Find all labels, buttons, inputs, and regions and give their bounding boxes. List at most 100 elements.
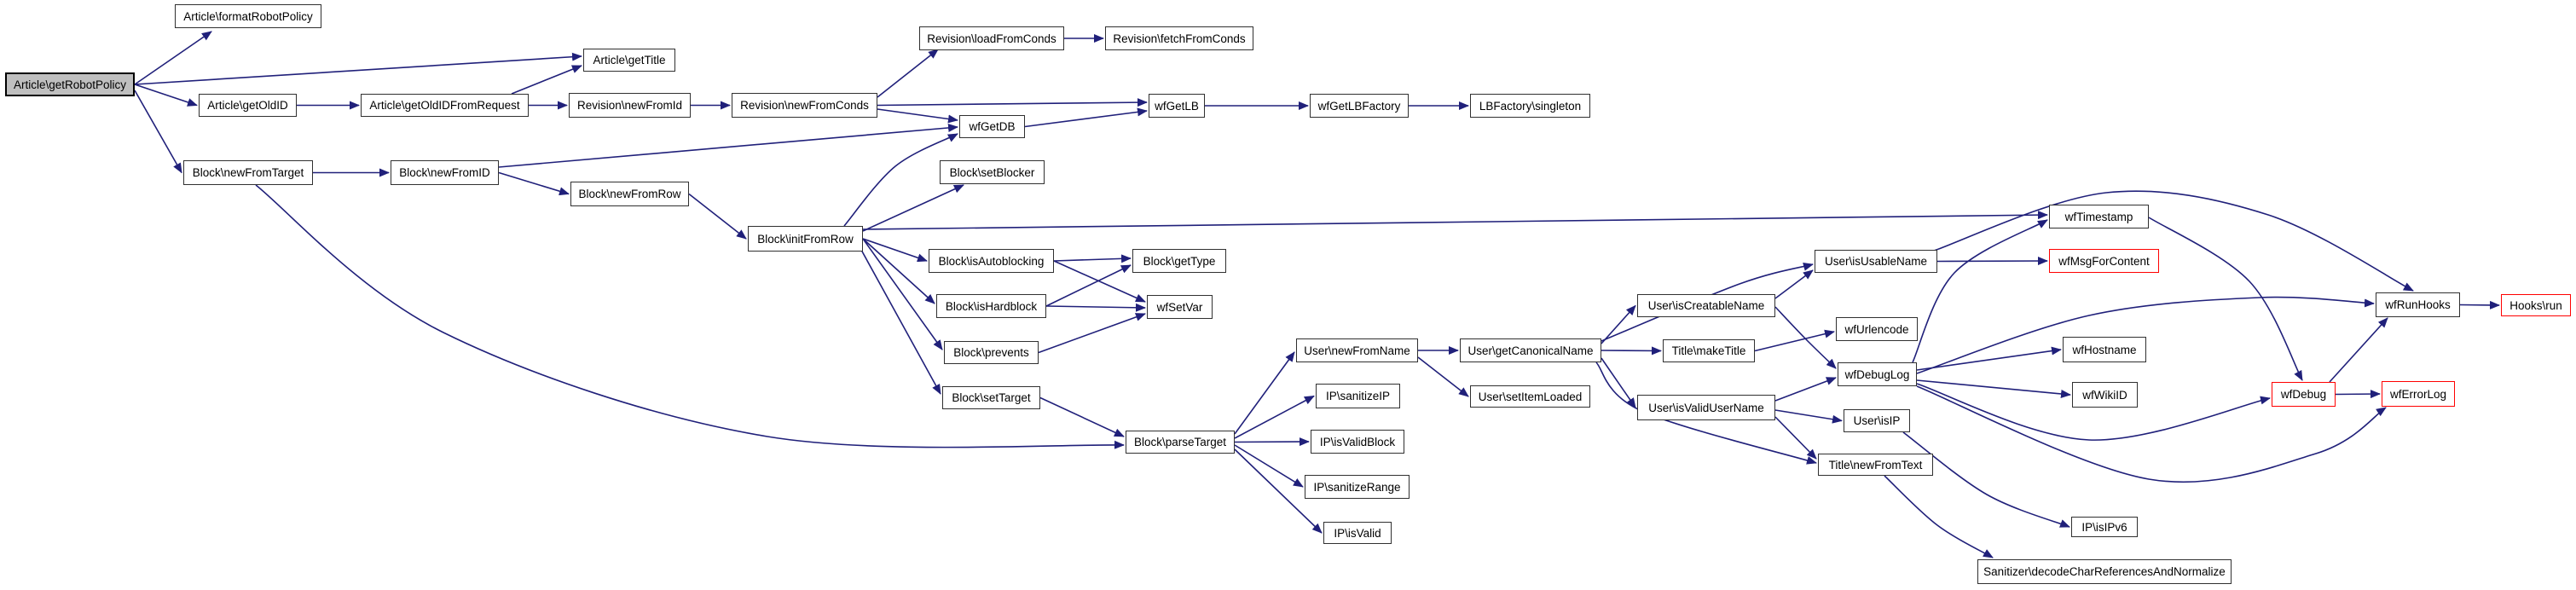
node-wfErrorLog[interactable]: wfErrorLog (2382, 381, 2455, 407)
node-wfDebugLog[interactable]: wfDebugLog (1838, 362, 1917, 386)
node-wfMsgForContent[interactable]: wfMsgForContent (2049, 249, 2159, 273)
node-revNewFromId[interactable]: Revision\newFromId (569, 93, 691, 118)
node-hooksRun[interactable]: Hooks\run (2501, 294, 2571, 316)
node-isHardblock[interactable]: Block\isHardblock (936, 294, 1046, 318)
edge-initFromRow-to-prevents (862, 238, 943, 350)
edge-initFromRow-to-setTarget (860, 249, 941, 395)
node-newFromRow[interactable]: Block\newFromRow (570, 182, 689, 206)
edge-getRobotPolicy-to-getOldID (134, 84, 198, 107)
edge-isValidUserName-to-titleNewFromText (1774, 416, 1817, 460)
edge-initFromRow-to-isHardblock (862, 238, 935, 304)
node-getOldIDFromRequest[interactable]: Article\getOldIDFromRequest (361, 94, 529, 117)
node-isIPv6[interactable]: IP\isIPv6 (2071, 517, 2138, 537)
edge-getCanonicalName-to-isValidUserName (1601, 357, 1636, 408)
node-userNewFromName[interactable]: User\newFromName (1296, 338, 1418, 362)
edge-initFromRow-to-wfGetDB (843, 133, 958, 227)
node-prevents[interactable]: Block\prevents (944, 341, 1039, 364)
node-wfDebug[interactable]: wfDebug (2272, 382, 2336, 407)
node-getType[interactable]: Block\getType (1132, 249, 1226, 273)
node-makeTitle[interactable]: Title\makeTitle (1663, 339, 1755, 362)
edge-isAutoblocking-to-getType (1053, 254, 1132, 263)
node-userIsIP[interactable]: User\isIP (1844, 409, 1910, 432)
edge-isAutoblocking-to-wfSetVar (1053, 260, 1146, 303)
edge-initFromRow-to-wfTimestamp (862, 211, 2048, 230)
node-sanitizerDecode[interactable]: Sanitizer\decodeCharReferencesAndNormali… (1977, 559, 2232, 584)
node-initFromRow[interactable]: Block\initFromRow (748, 226, 863, 252)
edge-newFromTarget-to-parseTarget (255, 184, 1125, 449)
edge-getOldIDFromRequest-to-getTitle (511, 65, 582, 95)
edge-getRobotPolicy-to-formatRobotPolicy (134, 31, 212, 85)
node-formatRobotPolicy[interactable]: Article\formatRobotPolicy (175, 4, 321, 28)
node-getOldID[interactable]: Article\getOldID (199, 94, 297, 117)
node-getRobotPolicy[interactable]: Article\getRobotPolicy (5, 72, 135, 96)
node-isUsableName[interactable]: User\isUsableName (1815, 250, 1937, 273)
node-getTitle[interactable]: Article\getTitle (583, 49, 675, 72)
node-wfWikiID[interactable]: wfWikiID (2072, 382, 2138, 408)
node-wfUrlencode[interactable]: wfUrlencode (1836, 317, 1918, 341)
node-isValid[interactable]: IP\isValid (1323, 522, 1392, 544)
node-wfSetVar[interactable]: wfSetVar (1147, 295, 1213, 319)
node-revFetchFromConds[interactable]: Revision\fetchFromConds (1105, 26, 1253, 50)
edge-isHardblock-to-getType (1045, 264, 1132, 307)
edge-userIsIP-to-isIPv6 (1902, 431, 2070, 528)
node-wfHostname[interactable]: wfHostname (2063, 337, 2146, 362)
edge-makeTitle-to-wfUrlencode (1754, 329, 1835, 352)
edge-getCanonicalName-to-isUsableName (1601, 263, 1814, 342)
edge-wfDebugLog-to-wfHostname (1916, 346, 2062, 371)
node-newFromID[interactable]: Block\newFromID (391, 160, 499, 185)
edge-wfDebugLog-to-wfWikiID (1916, 379, 2071, 398)
node-parseTarget[interactable]: Block\parseTarget (1126, 431, 1235, 454)
node-isValidBlock[interactable]: IP\isValidBlock (1311, 430, 1404, 454)
node-wfGetLBFactory[interactable]: wfGetLBFactory (1310, 94, 1409, 118)
edge-newFromRow-to-initFromRow (688, 193, 747, 240)
edge-isValidUserName-to-wfDebugLog (1774, 377, 1837, 402)
node-revNewFromConds[interactable]: Revision\newFromConds (732, 93, 877, 118)
edge-wfDebugLog-to-wfDebug (1916, 383, 2271, 441)
edge-parseTarget-to-isValid (1234, 448, 1323, 534)
node-isCreatableName[interactable]: User\isCreatableName (1637, 294, 1775, 317)
edge-getRobotPolicy-to-getTitle (134, 52, 582, 85)
edge-initFromRow-to-setBlocker (862, 184, 964, 232)
edge-wfTimestamp-to-wfDebug (2148, 217, 2303, 381)
edge-wfDebug-to-wfErrorLog (2335, 390, 2381, 399)
edge-parseTarget-to-userNewFromName (1234, 351, 1295, 435)
edge-wfRunHooks-to-hooksRun (2459, 300, 2500, 309)
edge-prevents-to-wfSetVar (1038, 313, 1146, 354)
edge-isUsableName-to-wfRunHooks (1933, 190, 2414, 292)
edge-setTarget-to-parseTarget (1039, 396, 1125, 437)
edge-wfDebug-to-wfRunHooks (2329, 317, 2388, 383)
node-revLoadFromConds[interactable]: Revision\loadFromConds (919, 26, 1064, 50)
edge-wfGetDB-to-wfGetLB (1024, 107, 1148, 128)
node-wfGetLB[interactable]: wfGetLB (1149, 94, 1205, 118)
node-wfGetDB[interactable]: wfGetDB (959, 115, 1025, 138)
node-wfTimestamp[interactable]: wfTimestamp (2049, 205, 2149, 228)
edge-parseTarget-to-sanitizeIP (1234, 395, 1315, 439)
node-getCanonicalName[interactable]: User\getCanonicalName (1460, 338, 1601, 362)
node-setTarget[interactable]: Block\setTarget (942, 386, 1040, 409)
edge-wfDebugLog-to-wfRunHooks (1916, 296, 2375, 374)
edge-parseTarget-to-sanitizeRange (1234, 444, 1304, 488)
edge-revNewFromConds-to-wfGetDB (877, 108, 958, 124)
edge-getRobotPolicy-to-newFromTarget (134, 90, 182, 174)
node-sanitizeIP[interactable]: IP\sanitizeIP (1316, 384, 1400, 408)
edge-getCanonicalName-to-isCreatableName (1601, 304, 1636, 344)
node-setItemLoaded[interactable]: User\setItemLoaded (1470, 385, 1590, 408)
node-sanitizeRange[interactable]: IP\sanitizeRange (1305, 475, 1410, 499)
node-isValidUserName[interactable]: User\isValidUserName (1637, 395, 1775, 420)
node-wfRunHooks[interactable]: wfRunHooks (2376, 292, 2460, 317)
edge-wfDebugLog-to-wfErrorLog (1916, 385, 2387, 483)
edge-initFromRow-to-isAutoblocking (862, 238, 928, 263)
node-titleNewFromText[interactable]: Title\newFromText (1818, 454, 1933, 476)
node-isAutoblocking[interactable]: Block\isAutoblocking (929, 249, 1054, 273)
edge-revNewFromConds-to-wfGetLB (877, 98, 1148, 107)
edge-userNewFromName-to-setItemLoaded (1417, 356, 1469, 397)
edge-revNewFromConds-to-revLoadFromConds (877, 49, 939, 98)
edge-newFromID-to-wfGetDB (498, 123, 958, 168)
node-setBlocker[interactable]: Block\setBlocker (940, 160, 1045, 184)
node-newFromTarget[interactable]: Block\newFromTarget (183, 160, 313, 185)
node-lbSingleton[interactable]: LBFactory\singleton (1470, 94, 1590, 118)
edge-isValidUserName-to-userIsIP (1774, 409, 1843, 424)
edge-isUsableName-to-wfMsgForContent (1936, 257, 2048, 266)
edge-wfDebugLog-to-wfTimestamp (1912, 219, 2048, 363)
